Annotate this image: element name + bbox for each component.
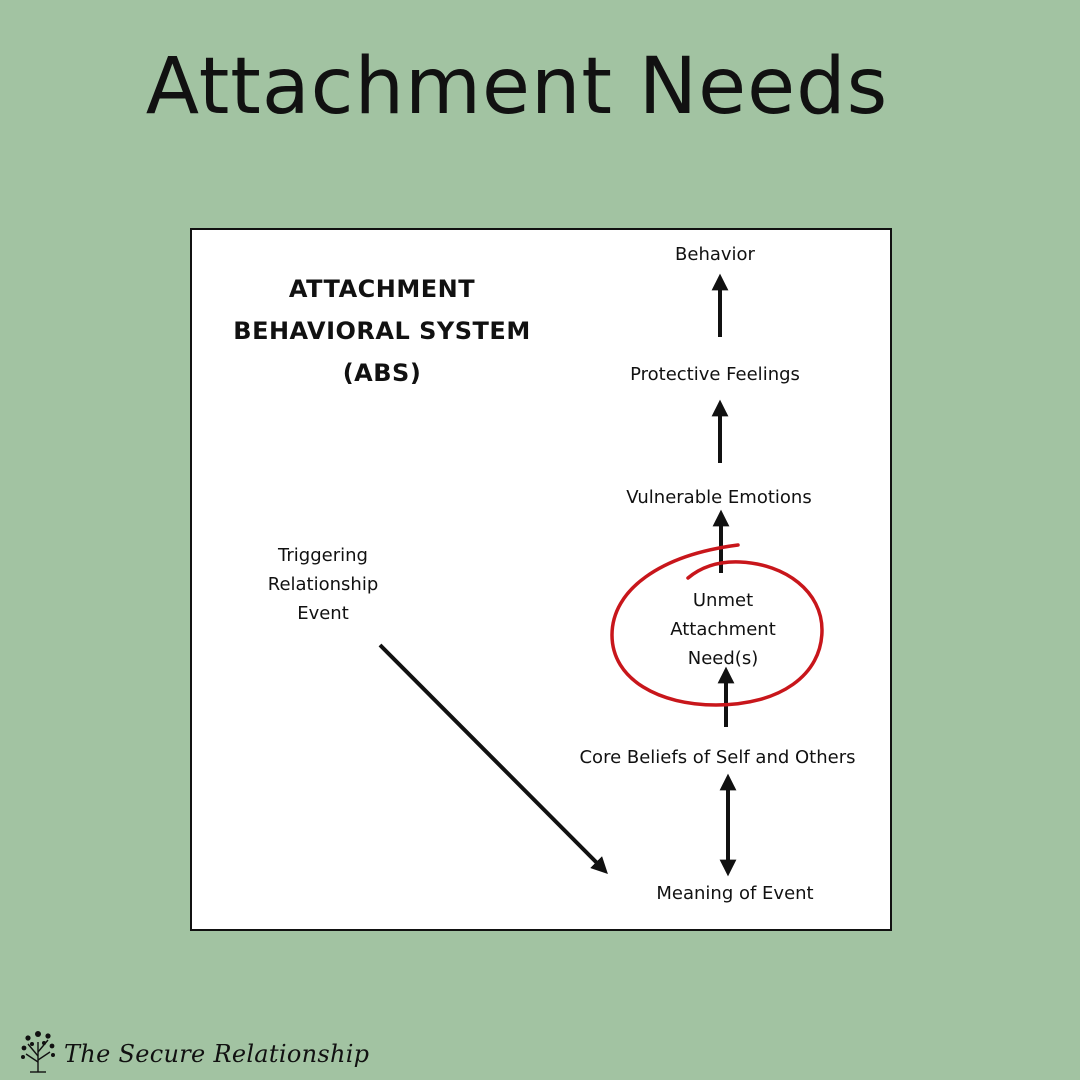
node-behavior: Behavior <box>675 244 755 265</box>
node-triggering-event: Triggering Relationship Event <box>242 541 404 628</box>
unmet-line: Attachment <box>670 619 776 640</box>
highlight-circle <box>610 543 824 707</box>
node-core-beliefs: Core Beliefs of Self and Others <box>579 747 856 768</box>
abs-title: ATTACHMENT BEHAVIORAL SYSTEM (ABS) <box>228 268 536 394</box>
abs-title-line: ATTACHMENT <box>288 275 476 303</box>
node-vulnerable-emotions: Vulnerable Emotions <box>626 487 812 508</box>
brand-logo <box>21 1031 55 1073</box>
trigger-line: Triggering <box>278 545 368 566</box>
brand-name: The Secure Relationship <box>64 1040 370 1068</box>
node-meaning-of-event: Meaning of Event <box>656 883 814 904</box>
page-title: Attachment Needs <box>145 42 889 132</box>
trigger-line: Event <box>297 603 349 624</box>
abs-title-line: (ABS) <box>342 359 422 387</box>
unmet-line: Need(s) <box>687 648 759 669</box>
node-protective-feelings: Protective Feelings <box>630 364 800 385</box>
trigger-line: Relationship <box>267 574 379 595</box>
node-unmet-attachment-needs: Unmet Attachment Need(s) <box>628 586 818 673</box>
tree-icon <box>25 1039 51 1073</box>
abs-title-line: BEHAVIORAL SYSTEM <box>233 317 531 345</box>
arrow-trigger-to-meaning <box>378 643 608 874</box>
diagram-panel <box>190 228 892 931</box>
unmet-line: Unmet <box>692 590 754 611</box>
